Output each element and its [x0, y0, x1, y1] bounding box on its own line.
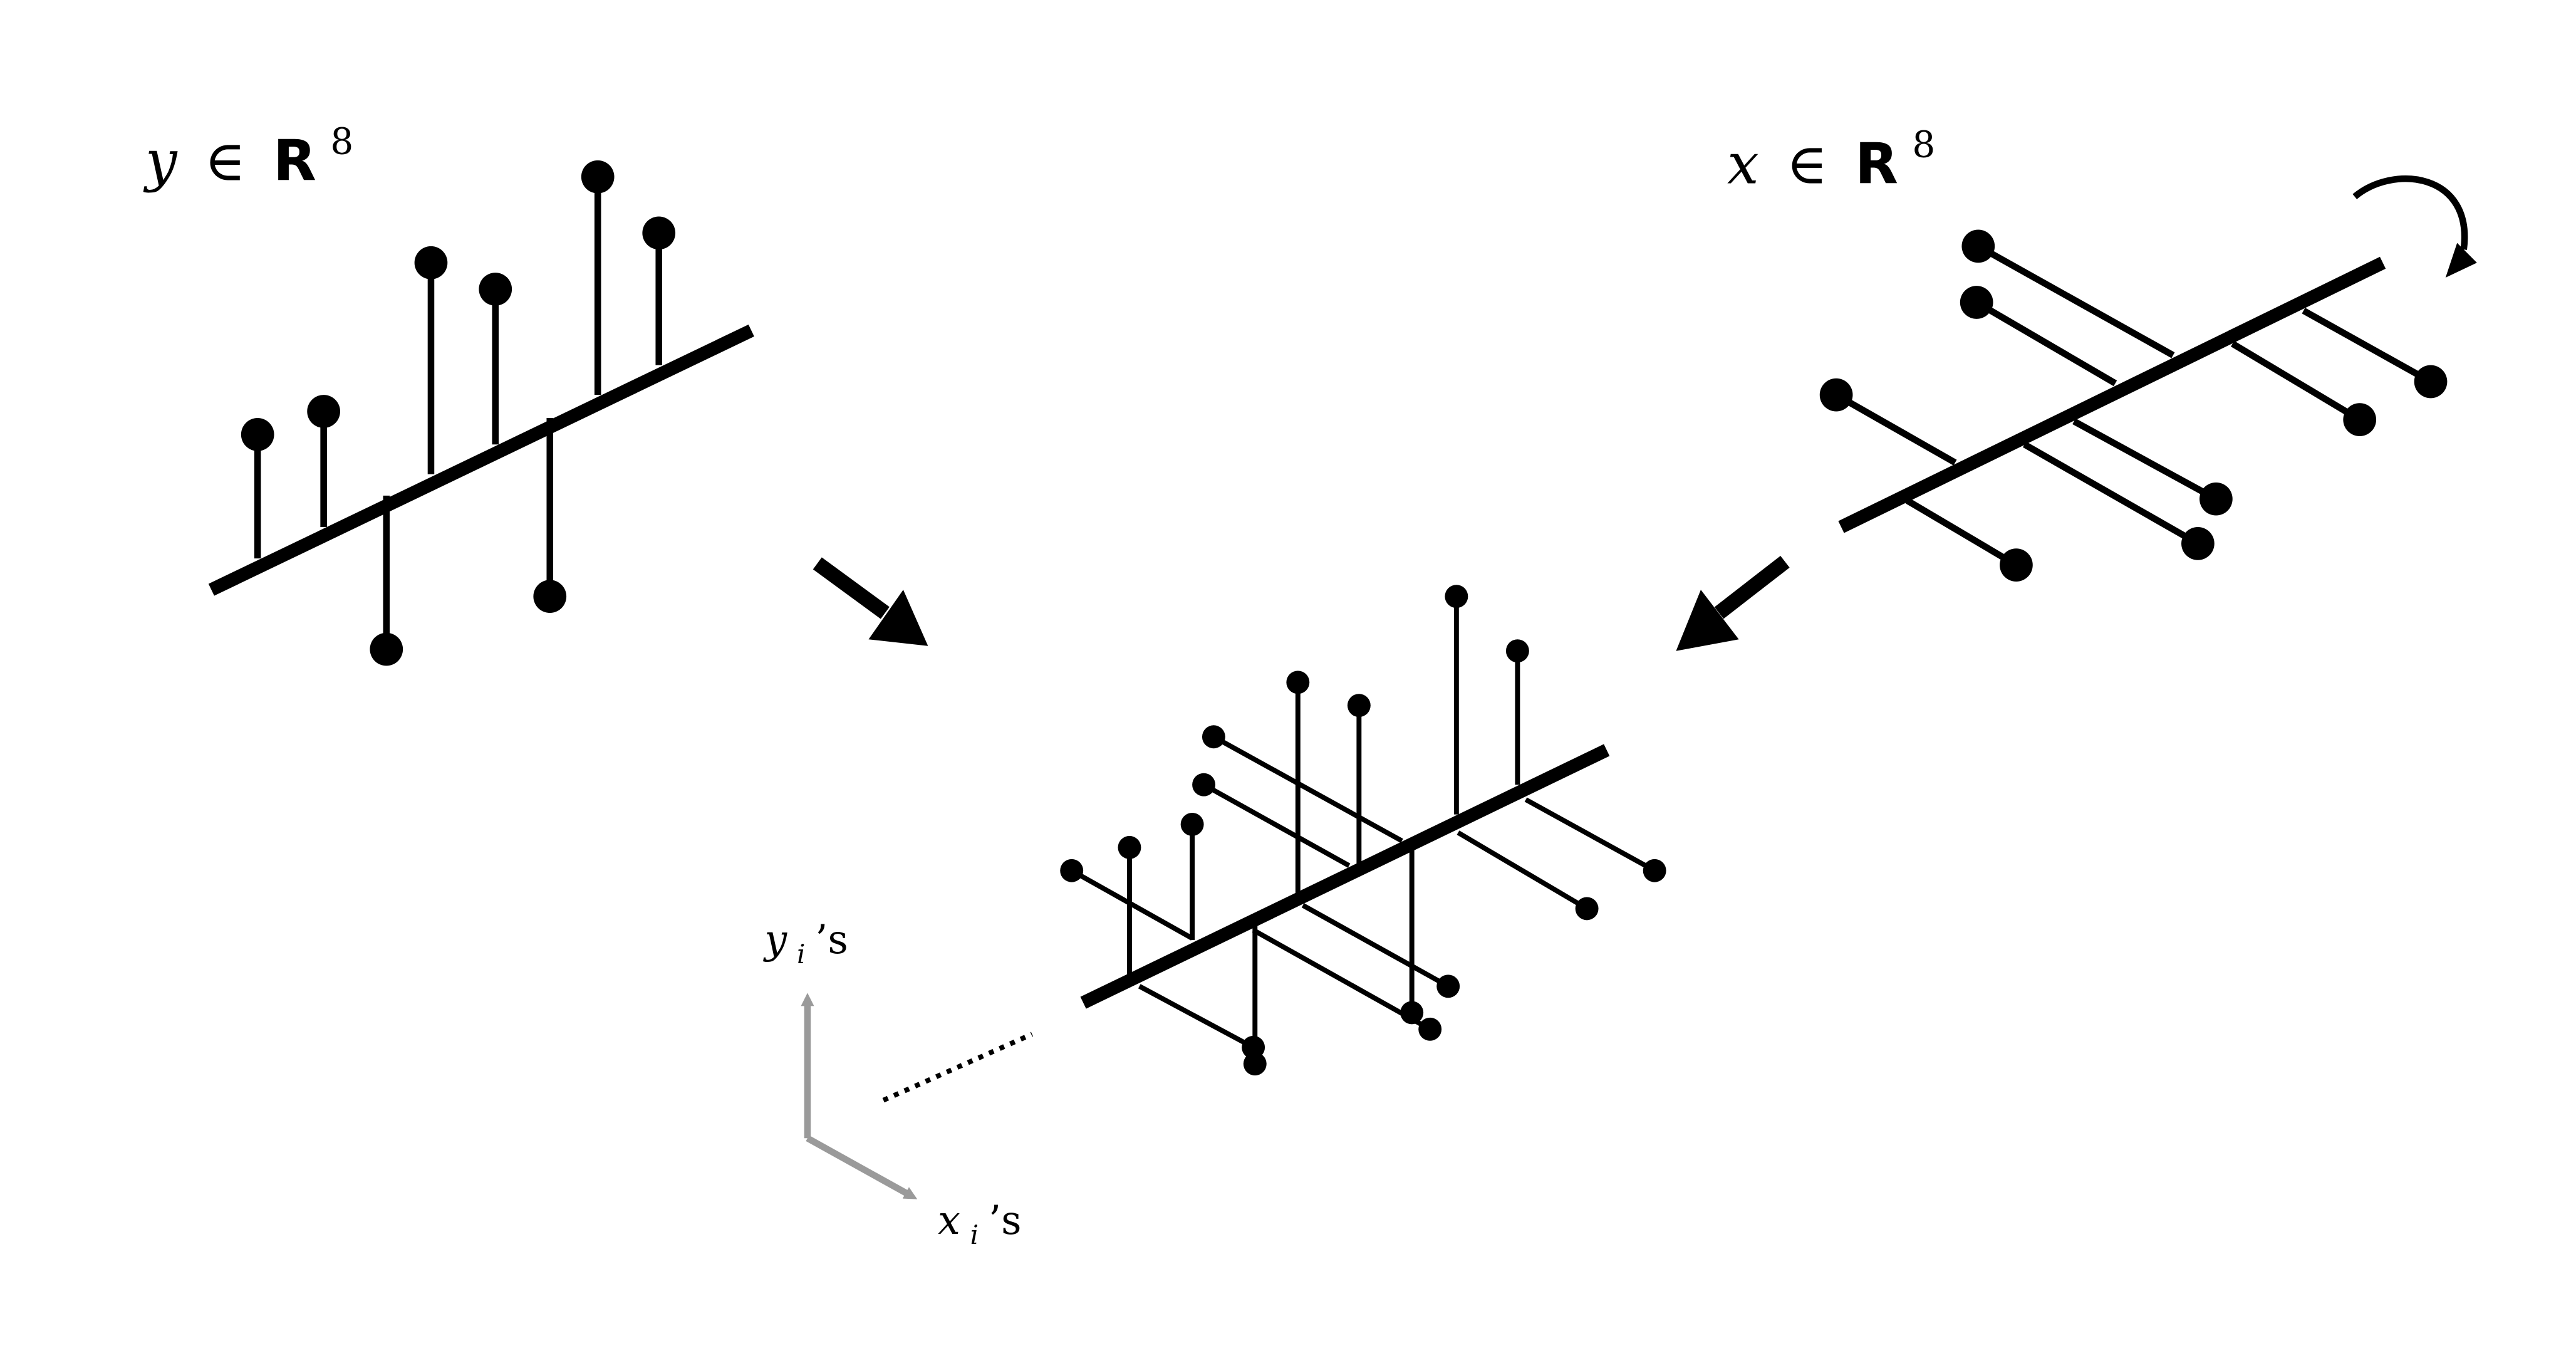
combined-y-head-7	[1445, 585, 1468, 608]
combined-stem-heads	[1060, 585, 1666, 1076]
x-stem-head-4	[1961, 229, 1995, 263]
merge-arrow-left-icon	[813, 557, 928, 646]
combined-y-head-2	[1180, 813, 1204, 836]
y-stem-head-4	[414, 246, 448, 279]
combined-x-stems	[1070, 734, 1656, 1050]
y-stem-head-7	[581, 160, 615, 194]
combined-x-head-4	[1202, 725, 1225, 749]
combined-x-stem-2	[1138, 984, 1255, 1050]
combined-x-head-7	[1575, 897, 1599, 921]
axes-legend: y i ’s x i ’s	[762, 916, 1021, 1253]
x-stem-heads	[1819, 229, 2448, 582]
combined-y-head-6	[1400, 1001, 1424, 1025]
x-stem-head-8	[2414, 365, 2448, 399]
combined-y-head-3	[1243, 1052, 1267, 1076]
x-stem-head-7	[2343, 403, 2377, 437]
xi-axis-arrow-icon	[806, 1135, 918, 1199]
curved-rotate-arrow-icon	[2352, 175, 2477, 278]
y-stem-head-1	[241, 418, 274, 451]
x-stem-head-6	[2199, 482, 2233, 516]
combined-baseline	[1080, 744, 1610, 1009]
combined-x-head-3	[1192, 773, 1216, 797]
y-stem-heads	[241, 160, 676, 666]
x-stem-head-5	[2181, 526, 2215, 560]
combined-plot	[882, 585, 1666, 1103]
combined-x-stem-4	[1212, 734, 1403, 844]
combined-x-head-8	[1643, 859, 1666, 882]
x-stem-3	[1975, 299, 2117, 387]
y-baseline	[208, 324, 754, 596]
y-stem-head-6	[533, 580, 567, 614]
x-baseline	[1838, 256, 2386, 533]
combined-x-head-6	[1436, 974, 1460, 998]
y-stems	[254, 177, 662, 650]
combined-x-stem-7	[1457, 830, 1589, 911]
x-stem-head-2	[2000, 548, 2033, 582]
x-stem-4	[1976, 243, 2175, 358]
combined-x-head-5	[1418, 1017, 1442, 1041]
y-stem-head-3	[370, 632, 403, 666]
combined-y-head-8	[1505, 639, 1529, 663]
y-stem-head-8	[642, 216, 676, 250]
x-signal-label: x ∈ R 8	[1727, 123, 1935, 197]
x-stem-7	[2231, 340, 2362, 423]
y-stem-head-5	[479, 273, 512, 306]
x-stem-6	[2072, 418, 2218, 502]
combined-x-stem-3	[1202, 782, 1351, 868]
y-stem-head-2	[307, 395, 340, 428]
x-stem-head-3	[1960, 286, 1993, 319]
x-stems	[1834, 243, 2433, 568]
combined-y-stems	[1127, 596, 1520, 1064]
combined-y-head-5	[1347, 694, 1371, 718]
x-stem-5	[2022, 441, 2199, 546]
x-stem-head-1	[1819, 378, 1853, 412]
combined-x-stem-8	[1524, 797, 1656, 873]
yi-axis-label: y i ’s	[762, 916, 848, 972]
xi-axis-label: x i ’s	[938, 1197, 1021, 1253]
merge-arrow-right-icon	[1676, 555, 1790, 651]
x-stem-plot: x ∈ R 8	[1727, 123, 2477, 582]
combined-x-head-1	[1060, 859, 1084, 882]
y-signal-label: y ∈ R 8	[143, 120, 353, 194]
x-stem-8	[2302, 308, 2433, 385]
combined-y-head-4	[1286, 671, 1310, 694]
combined-x-stem-6	[1301, 903, 1450, 989]
combined-y-head-1	[1118, 835, 1141, 859]
continuation-dots	[882, 1032, 1034, 1103]
y-stem-plot: y ∈ R 8	[143, 120, 754, 666]
x-stem-2	[1905, 498, 2018, 568]
x-stem-1	[1834, 392, 1957, 466]
